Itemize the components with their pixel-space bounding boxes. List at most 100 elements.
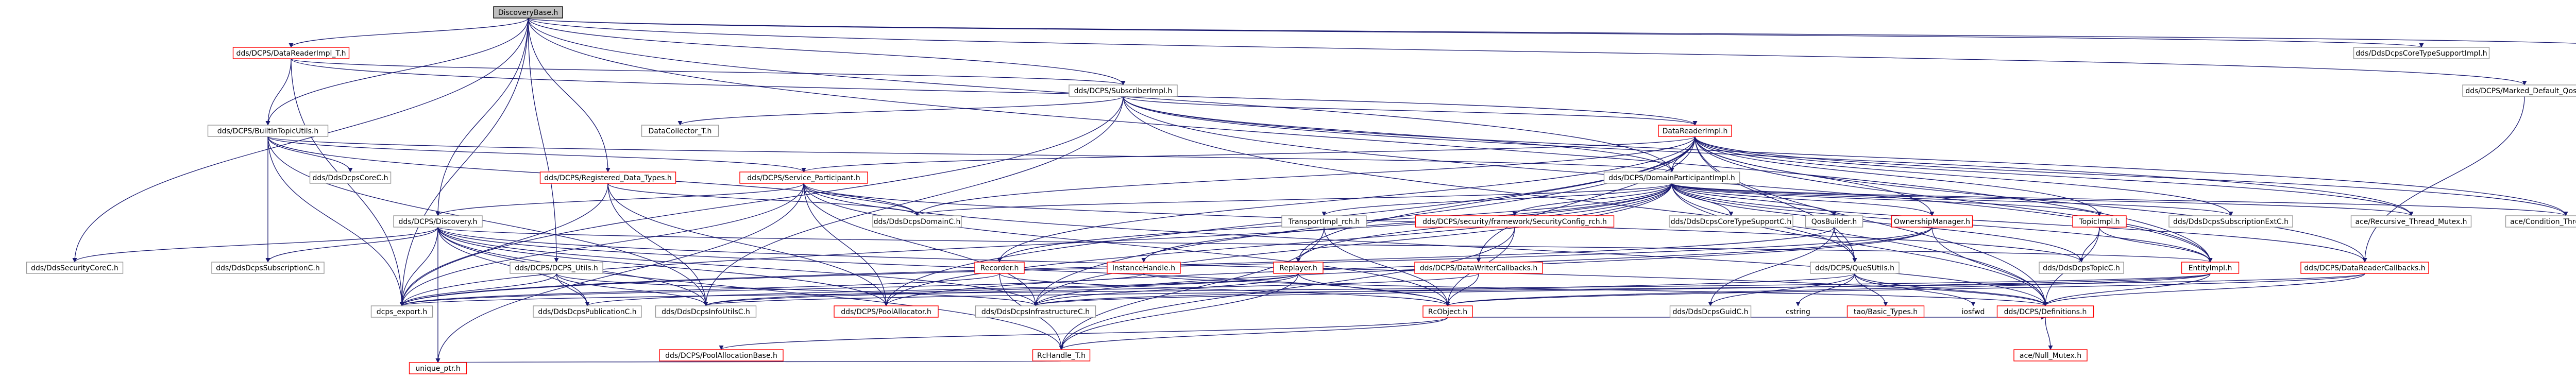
- edge-drtih-to-sih: [291, 58, 1126, 85]
- edge-dpi-to-tirh: [1321, 183, 1672, 216]
- node-dinf[interactable]: dds/DdsDcpsInfrastructureC.h: [975, 305, 1096, 318]
- node-ti[interactable]: TopicImpl.h: [2072, 215, 2127, 228]
- node-box: [1107, 262, 1181, 274]
- edge-ei-to-rco: [1445, 273, 2211, 306]
- node-sp[interactable]: dds/DCPS/Service_Participant.h: [739, 171, 868, 184]
- node-drtih[interactable]: dds/DCPS/DataReaderImpl_T.h: [232, 47, 350, 59]
- node-dpub[interactable]: dds/DdsDcpsPublicationC.h: [533, 305, 642, 318]
- node-pab[interactable]: dds/DCPS/PoolAllocationBase.h: [659, 349, 784, 361]
- node-rep[interactable]: Replayer.h: [1273, 262, 1324, 274]
- edge-drcb-to-rco: [1445, 273, 2365, 306]
- node-ddcc[interactable]: dds/DdsDcpsCoreC.h: [309, 171, 392, 184]
- edge-ei-to-dinf: [1033, 273, 2211, 306]
- node-label: dds/DCPS/PoolAllocationBase.h: [665, 352, 777, 360]
- node-dcts[interactable]: dds/DdsDcpsCoreTypeSupportC.h: [1669, 215, 1793, 228]
- node-disc[interactable]: dds/DCPS/Discovery.h: [393, 215, 483, 228]
- node-label: dds/DdsDcpsCoreTypeSupportImpl.h: [2355, 49, 2487, 58]
- node-label: RcHandle_T.h: [1037, 352, 1086, 360]
- node-drcb[interactable]: dds/DCPS/DataReaderCallbacks.h: [2300, 262, 2429, 274]
- node-rdt[interactable]: dds/DCPS/Registered_Data_Types.h: [539, 171, 676, 184]
- node-dinfo[interactable]: dds/DdsDcpsInfoUtilsC.h: [655, 305, 757, 318]
- node-box: [1658, 125, 1732, 137]
- edge-sp-to-uptr: [435, 183, 804, 363]
- node-tbt[interactable]: tao/Basic_Types.h: [1846, 305, 1925, 318]
- node-box: [1422, 305, 1473, 318]
- node-root[interactable]: DiscoveryBase.h: [493, 6, 563, 19]
- edge-dpi-to-ddc: [914, 183, 1672, 216]
- node-dise[interactable]: dds/DdsDcpsSubscriptionExtC.h: [2168, 215, 2293, 228]
- node-label: DiscoveryBase.h: [498, 9, 558, 17]
- node-rco[interactable]: RcObject.h: [1422, 305, 1473, 318]
- edge-root-to-sih: [528, 18, 1126, 85]
- node-arm[interactable]: ace/Recursive_Thread_Mutex.h: [2350, 215, 2472, 228]
- edge-dri-to-ti: [1694, 136, 2102, 216]
- node-box: [2350, 215, 2472, 228]
- node-box: [872, 215, 962, 228]
- node-ih[interactable]: InstanceHandle.h: [1107, 262, 1181, 274]
- node-uptr[interactable]: unique_ptr.h: [409, 362, 467, 374]
- node-tirh[interactable]: TransportImpl_rch.h: [1281, 215, 1367, 228]
- node-label: dds/DdsDcpsSubscriptionExtC.h: [2173, 218, 2289, 226]
- edge-sih-to-dcth: [677, 96, 1124, 126]
- node-label: TransportImpl_rch.h: [1288, 218, 1360, 226]
- node-label: dds/DCPS/Definitions.h: [2004, 308, 2087, 316]
- node-def[interactable]: dds/DCPS/Definitions.h: [1996, 305, 2094, 318]
- node-qu[interactable]: dds/DCPS/QueSUtils.h: [1810, 262, 1900, 274]
- dependency-edges: [72, 18, 2576, 363]
- node-om[interactable]: OwnershipManager.h: [1891, 215, 1973, 228]
- node-label: iosfwd: [1962, 308, 1985, 316]
- node-label: dds/DCPS/Marked_Default_Qos.h: [2465, 87, 2576, 95]
- edge-rch-to-uptr: [437, 357, 1062, 363]
- node-rch[interactable]: RcHandle_T.h: [1032, 349, 1091, 361]
- node-box: [409, 362, 467, 374]
- edge-sih-to-act: [1123, 96, 2568, 216]
- edge-rco-to-pab: [719, 317, 1448, 350]
- node-box: [539, 171, 676, 184]
- node-box: [211, 262, 325, 274]
- node-box: [641, 125, 719, 137]
- node-iosfwd: iosfwd: [1962, 308, 1985, 316]
- node-btu[interactable]: dds/DCPS/BuiltInTopicUtils.h: [207, 125, 329, 137]
- node-mdq[interactable]: dds/DCPS/Marked_Default_Qos.h: [2462, 84, 2576, 97]
- node-dsub[interactable]: dds/DdsDcpsSubscriptionC.h: [211, 262, 325, 274]
- node-dri[interactable]: DataReaderImpl.h: [1658, 125, 1732, 137]
- node-label: unique_ptr.h: [415, 365, 460, 373]
- edge-rec-to-rco: [999, 273, 1450, 306]
- edge-rep-to-rco: [1298, 273, 1450, 306]
- node-du[interactable]: dds/DCPS/DCPS_Utils.h: [510, 262, 603, 274]
- node-label: dds/DdsSecurityCoreC.h: [31, 264, 118, 272]
- node-box: [1414, 262, 1543, 274]
- edge-du-to-dinf: [556, 273, 1038, 306]
- node-sih[interactable]: dds/DCPS/SubscriberImpl.h: [1069, 84, 1178, 97]
- node-box: [393, 215, 483, 228]
- node-dexp[interactable]: dcps_export.h: [370, 305, 433, 318]
- node-dpi[interactable]: dds/DCPS/DomainParticipantImpl.h: [1603, 171, 1740, 184]
- edge-rdt-to-pa: [607, 183, 889, 306]
- node-dcth[interactable]: DataCollector_T.h: [641, 125, 719, 137]
- node-box: [1805, 215, 1863, 228]
- node-rec[interactable]: Recorder.h: [974, 262, 1025, 274]
- node-label: dds/DdsDcpsInfoUtilsC.h: [662, 308, 750, 316]
- node-qb[interactable]: QosBuilder.h: [1805, 215, 1863, 228]
- node-label: dds/DdsDcpsGuidC.h: [1673, 308, 1749, 316]
- node-dguid[interactable]: dds/DdsDcpsGuidC.h: [1669, 305, 1752, 318]
- edge-dri-to-dwcb: [1476, 136, 1696, 263]
- edge-du-to-dpub: [556, 273, 590, 306]
- node-act[interactable]: ace/Condition_Thread_Mutex.h: [2505, 215, 2576, 228]
- node-pa[interactable]: dds/DCPS/PoolAllocator.h: [834, 305, 939, 318]
- node-sfcr[interactable]: dds/DCPS/security/framework/SecurityConf…: [1415, 215, 1615, 228]
- node-dwcb[interactable]: dds/DCPS/DataWriterCallbacks.h: [1414, 262, 1543, 274]
- node-box: [1032, 349, 1091, 361]
- edge-ti-to-ei: [2099, 227, 2213, 263]
- node-dsc[interactable]: dds/DdsSecurityCoreC.h: [26, 262, 124, 274]
- node-dcctsi[interactable]: dds/DdsDcpsCoreTypeSupportImpl.h: [2353, 47, 2490, 59]
- node-box: [2168, 215, 2293, 228]
- node-ei[interactable]: EntityImpl.h: [2181, 262, 2240, 274]
- node-label: dds/DdsDcpsDomainC.h: [874, 218, 961, 226]
- node-ddc[interactable]: dds/DdsDcpsDomainC.h: [872, 215, 962, 228]
- node-anm[interactable]: ace/Null_Mutex.h: [2013, 349, 2088, 361]
- edge-rep-to-dpub: [585, 273, 1299, 306]
- node-dtop[interactable]: dds/DdsDcpsTopicC.h: [2039, 262, 2124, 274]
- node-box: [1069, 84, 1178, 97]
- node-box: [207, 125, 329, 137]
